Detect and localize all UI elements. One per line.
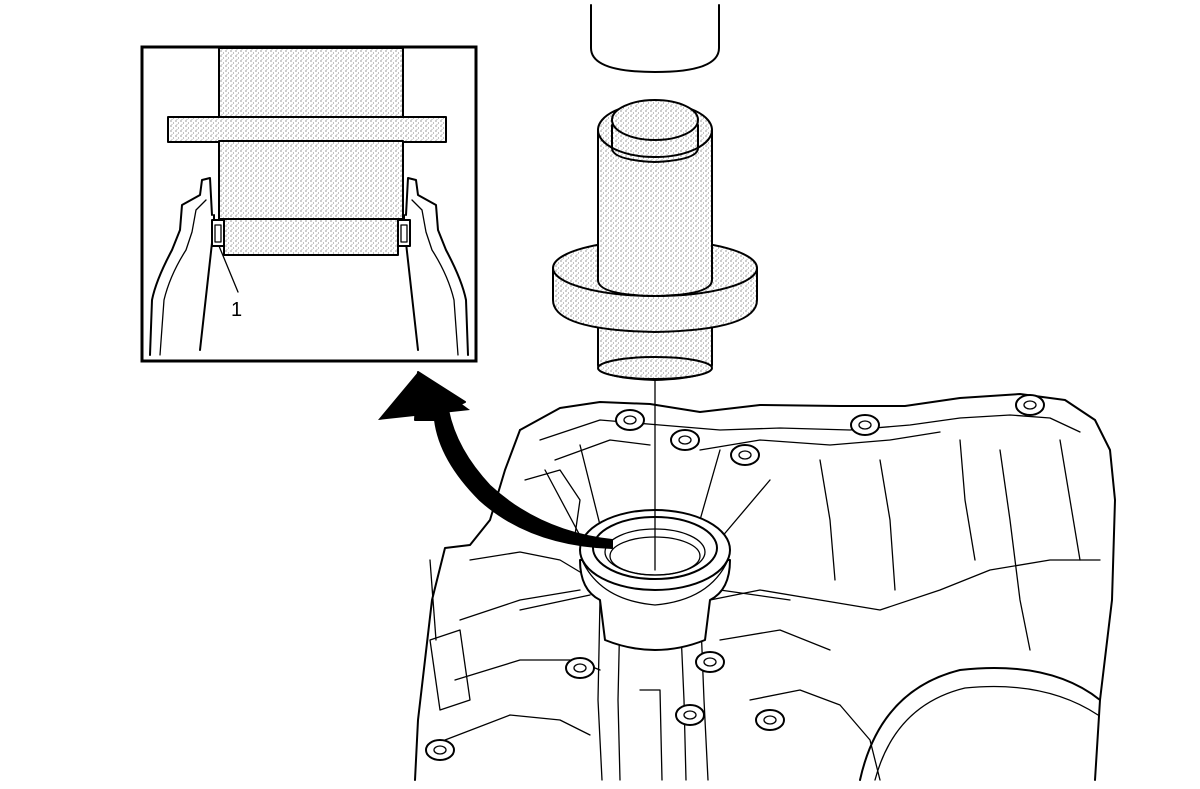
transmission-case: [414, 393, 1116, 781]
installer-tool: [552, 4, 758, 571]
callout-leader: [218, 245, 239, 293]
detail-inset: 1: [140, 45, 478, 363]
callout-label-1: 1: [231, 299, 242, 321]
detail-arrow: [378, 371, 613, 549]
